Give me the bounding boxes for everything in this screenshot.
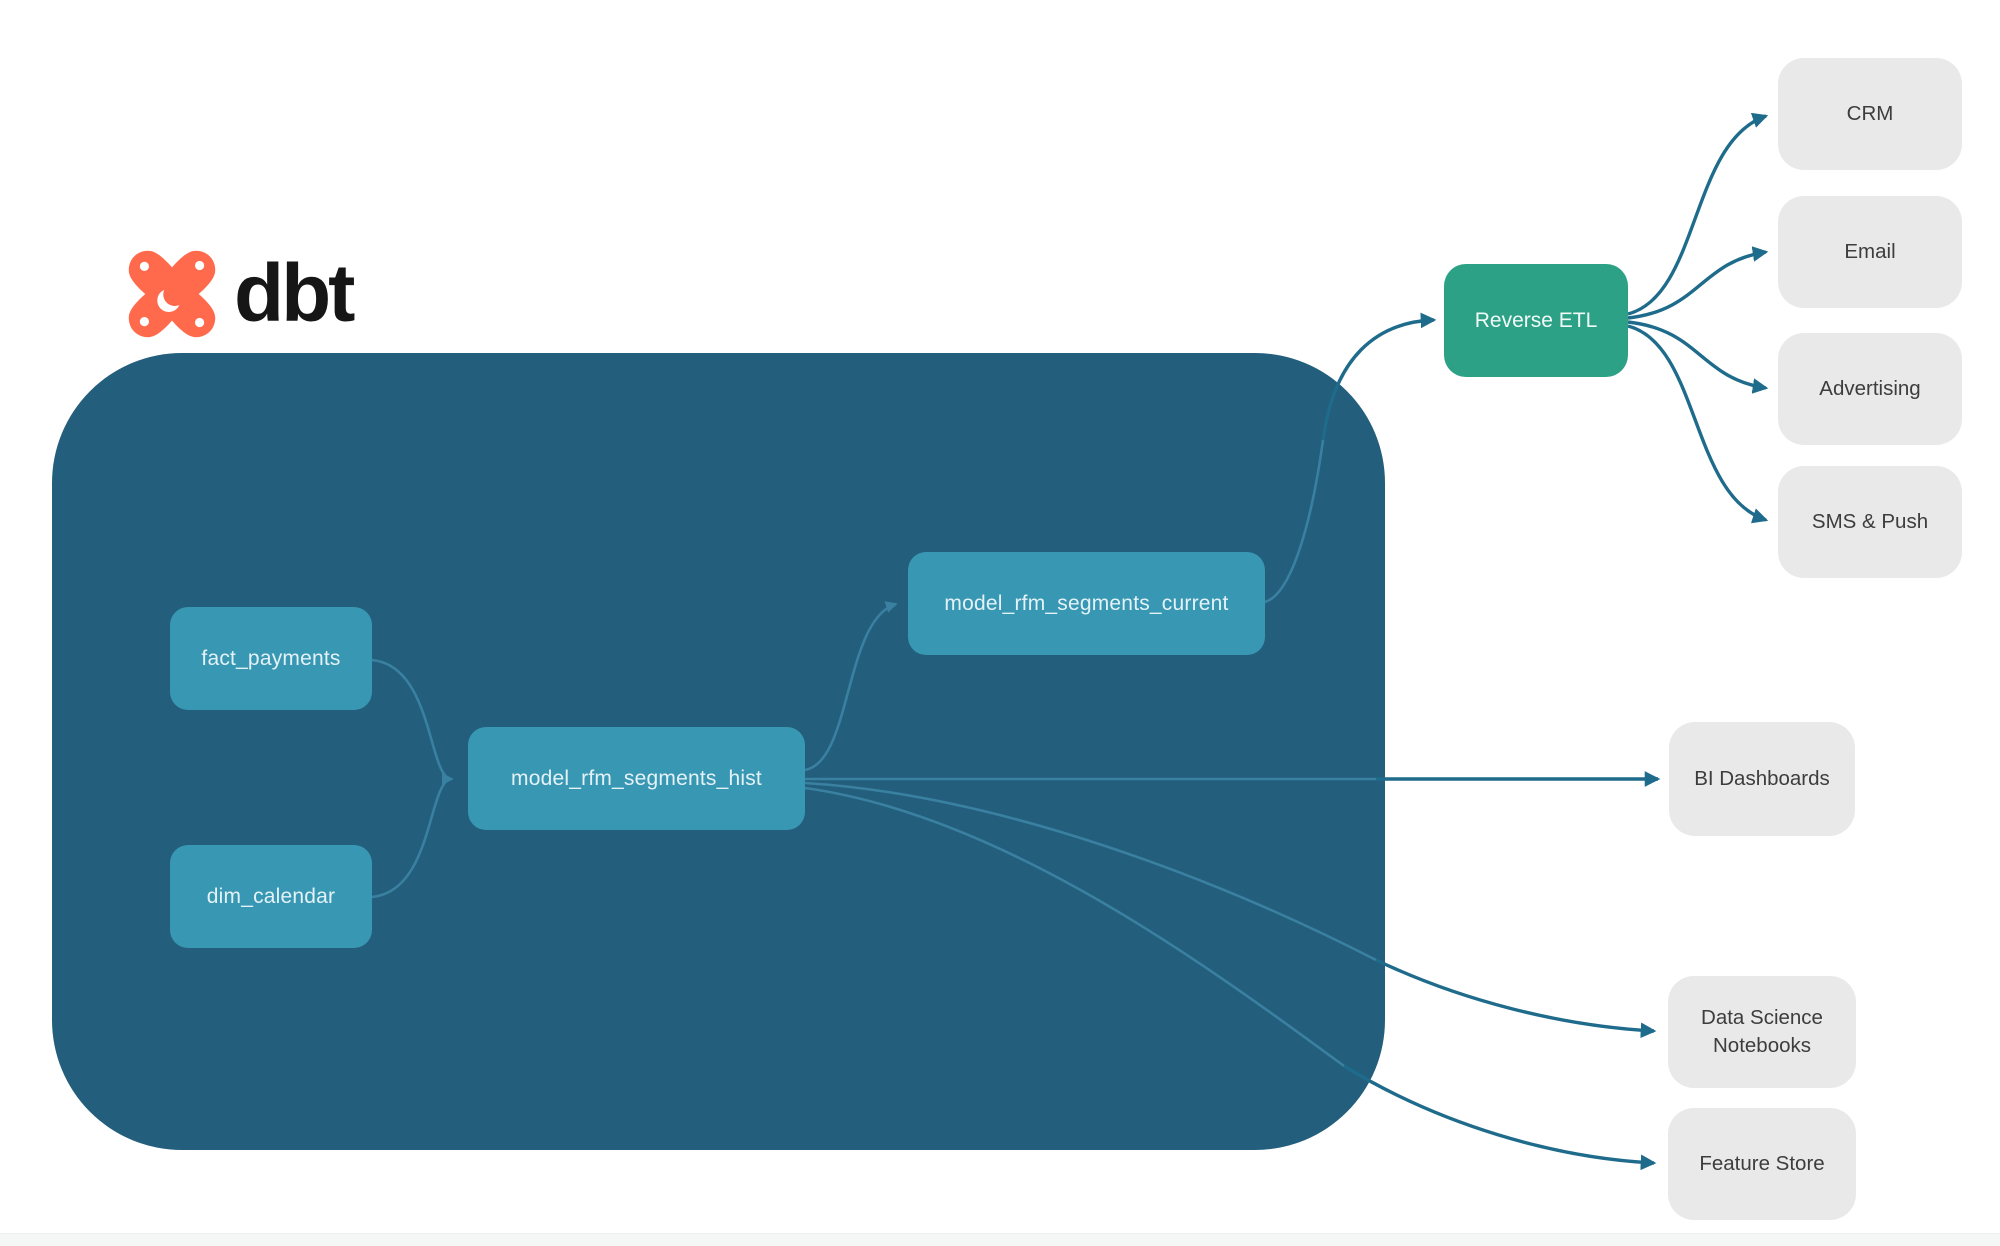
- node-model-rfm-segments-hist: model_rfm_segments_hist: [468, 727, 805, 830]
- node-fact-payments: fact_payments: [170, 607, 372, 710]
- edge-reverse-etl-to-sms-push: [1627, 324, 1769, 524]
- edge-reverse-etl-to-email: [1627, 246, 1769, 320]
- dbt-logo-text: dbt: [234, 247, 355, 339]
- dbt-logo: dbt: [126, 247, 355, 345]
- edge-reverse-etl-to-advertising: [1627, 320, 1769, 394]
- destination-advertising: Advertising: [1778, 333, 1962, 445]
- destination-crm: CRM: [1778, 58, 1962, 170]
- node-reverse-etl: Reverse ETL: [1444, 264, 1628, 377]
- destination-bi-dashboards: BI Dashboards: [1669, 722, 1855, 836]
- destination-data-science-notebooks: Data Science Notebooks: [1668, 976, 1856, 1088]
- footer-strip: [0, 1233, 2000, 1246]
- destination-sms-push: SMS & Push: [1778, 466, 1962, 578]
- edge-to-feature-store: [1343, 1064, 1657, 1171]
- destination-feature-store: Feature Store: [1668, 1108, 1856, 1220]
- node-model-rfm-segments-current: model_rfm_segments_current: [908, 552, 1265, 655]
- dbt-logo-icon: [126, 248, 218, 345]
- node-dim-calendar: dim_calendar: [170, 845, 372, 948]
- edge-to-ds-notebooks: [1375, 958, 1657, 1039]
- edge-reverse-etl-to-crm: [1627, 112, 1769, 316]
- destination-email: Email: [1778, 196, 1962, 308]
